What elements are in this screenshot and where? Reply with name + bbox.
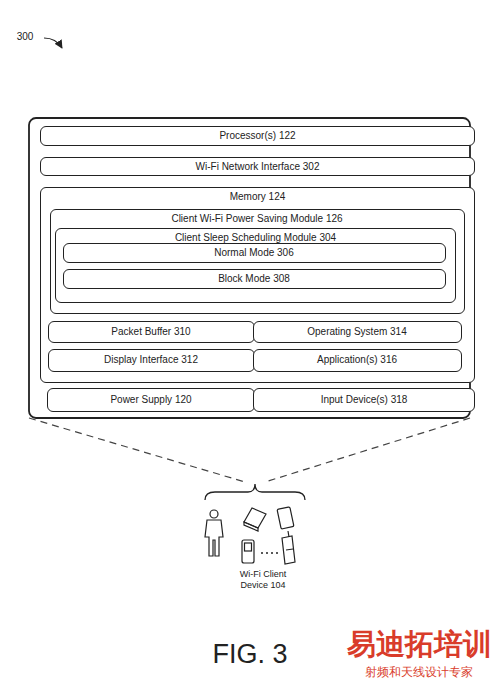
module-box: Client Wi-Fi Power Saving Module 126Clie… <box>50 209 465 314</box>
ellipsis-dots <box>261 552 278 554</box>
box-label: Input Device(s) 318 <box>254 394 474 406</box>
box-label: Block Mode 308 <box>64 273 445 285</box>
box-label: Application(s) 316 <box>254 354 461 366</box>
memory-box: Memory 124Client Wi-Fi Power Saving Modu… <box>40 187 475 383</box>
group-bracket <box>205 484 305 500</box>
interface-box: Display Interface 312 <box>48 349 255 372</box>
box-heading: Client Wi-Fi Power Saving Module 126 <box>51 213 464 225</box>
device-label: Wi-Fi Client Device 104 <box>225 569 301 591</box>
figure-number: 300 <box>10 31 40 43</box>
application-box: Application(s) 316 <box>253 349 462 372</box>
box-label: Display Interface 312 <box>49 354 254 366</box>
module-box: Client Sleep Scheduling Module 304Normal… <box>55 228 456 303</box>
os-box: Operating System 314 <box>253 321 462 343</box>
processor-box: Processor(s) 122 <box>40 126 475 146</box>
box-label: Packet Buffer 310 <box>49 326 254 338</box>
reference-arrow <box>44 38 62 48</box>
watermark: 易迪拓培训 <box>344 627 494 662</box>
watermark: 射频和天线设计专家 <box>340 665 498 679</box>
dashed-leader <box>265 418 470 482</box>
box-heading: Memory 124 <box>41 191 474 203</box>
input-device-box: Input Device(s) 318 <box>253 388 475 412</box>
box-label: Normal Mode 306 <box>64 247 445 259</box>
power-supply-box: Power Supply 120 <box>47 388 255 412</box>
box-label: Processor(s) 122 <box>41 130 474 142</box>
figure-caption: FIG. 3 <box>150 638 350 670</box>
dashed-leader <box>29 418 245 482</box>
box-label: Operating System 314 <box>254 326 461 338</box>
buffer-box: Packet Buffer 310 <box>48 321 255 343</box>
mode-box: Block Mode 308 <box>63 269 446 289</box>
device-icons <box>205 507 295 564</box>
mode-box: Normal Mode 306 <box>63 243 446 263</box>
box-label: Power Supply 120 <box>48 394 254 406</box>
box-label: Wi-Fi Network Interface 302 <box>41 161 474 173</box>
network-interface-box: Wi-Fi Network Interface 302 <box>40 157 475 176</box>
